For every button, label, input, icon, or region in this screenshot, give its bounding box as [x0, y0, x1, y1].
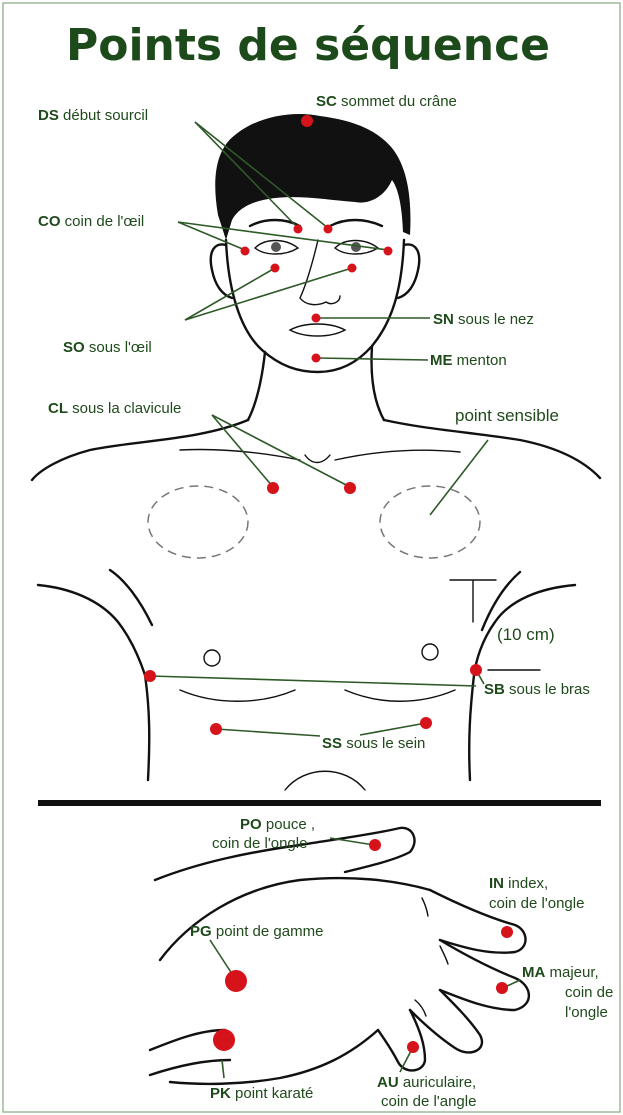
- page-title: Points de séquence: [66, 20, 550, 71]
- left-pupil: [271, 242, 281, 252]
- sternal-notch: [305, 455, 330, 463]
- abdomen-curve: [285, 771, 365, 790]
- point-au: [407, 1041, 419, 1053]
- neck-right: [372, 346, 385, 420]
- point-so-left: [271, 264, 280, 273]
- point-in: [501, 926, 513, 938]
- point-co-right: [384, 247, 393, 256]
- label-ds: DS début sourcil: [38, 107, 148, 124]
- label-ma-line1: MA majeur,: [522, 964, 599, 981]
- labels: SC sommet du crâne DS début sourcil CO c…: [38, 93, 613, 1110]
- label-ma-line3: l'ongle: [565, 1004, 608, 1021]
- measure-label: (10 cm): [497, 625, 555, 644]
- upper-torso-illustration: [32, 420, 600, 558]
- label-pg: PG point de gamme: [190, 923, 323, 940]
- right-shoulder: [384, 420, 600, 478]
- label-so: SO sous l'œil: [63, 339, 152, 356]
- point-po: [369, 839, 381, 851]
- label-au-line2: coin de l'angle: [381, 1093, 476, 1110]
- left-arm-outline: [38, 585, 145, 675]
- point-pk: [213, 1029, 235, 1051]
- label-in-line2: coin de l'ongle: [489, 895, 584, 912]
- back-of-hand-top: [160, 878, 430, 960]
- point-ss-left: [210, 723, 222, 735]
- point-cl-left: [267, 482, 279, 494]
- nose: [300, 240, 340, 305]
- knuckle-lines: [415, 898, 448, 1016]
- point-sc: [301, 115, 313, 127]
- collarbone-right: [335, 450, 460, 460]
- right-pectoral: [345, 690, 455, 701]
- sore-spot-right: [380, 486, 480, 558]
- point-me: [312, 354, 321, 363]
- point-ma: [496, 982, 508, 994]
- label-sn: SN sous le nez: [433, 311, 534, 328]
- point-sn: [312, 314, 321, 323]
- ring-finger: [410, 990, 482, 1052]
- left-pectoral: [180, 690, 295, 701]
- point-ds-left: [294, 225, 303, 234]
- sore-spot-left: [148, 486, 248, 558]
- point-sb-left: [144, 670, 156, 682]
- mouth: [290, 324, 345, 336]
- label-in-line1: IN index,: [489, 875, 548, 892]
- left-nipple: [204, 650, 220, 666]
- hair: [215, 114, 410, 240]
- left-torso-side: [145, 675, 149, 780]
- point-so-right: [348, 264, 357, 273]
- label-po-line2: coin de l'ongle: [212, 835, 307, 852]
- label-me: ME menton: [430, 352, 507, 369]
- label-sb: SB sous le bras: [484, 681, 590, 698]
- hand-illustration: [150, 828, 529, 1084]
- acupressure-points: [144, 115, 513, 1053]
- chest-illustration: (10 cm): [38, 570, 575, 790]
- point-sb-right: [470, 664, 482, 676]
- label-co: CO coin de l'œil: [38, 213, 144, 230]
- label-ss: SS sous le sein: [322, 735, 425, 752]
- left-arm-inner: [110, 570, 152, 625]
- label-point-sensible: point sensible: [455, 406, 559, 425]
- label-au-line1: AU auriculaire,: [377, 1074, 476, 1091]
- right-nipple: [422, 644, 438, 660]
- point-cl-right: [344, 482, 356, 494]
- neck-left: [248, 352, 265, 420]
- hand-bottom-edge: [170, 1030, 378, 1084]
- face-outline: [226, 240, 404, 372]
- label-sc: SC sommet du crâne: [316, 93, 457, 110]
- label-cl: CL sous la clavicule: [48, 400, 181, 417]
- point-pg: [225, 970, 247, 992]
- label-pk: PK point karaté: [210, 1085, 313, 1102]
- right-eyebrow: [330, 220, 382, 226]
- right-torso-side: [469, 675, 474, 780]
- point-co-left: [241, 247, 250, 256]
- point-ss-right: [420, 717, 432, 729]
- point-ds-right: [324, 225, 333, 234]
- label-ma-line2: coin de: [565, 984, 613, 1001]
- label-po-line1: PO pouce ,: [240, 816, 315, 833]
- section-divider: [38, 800, 601, 806]
